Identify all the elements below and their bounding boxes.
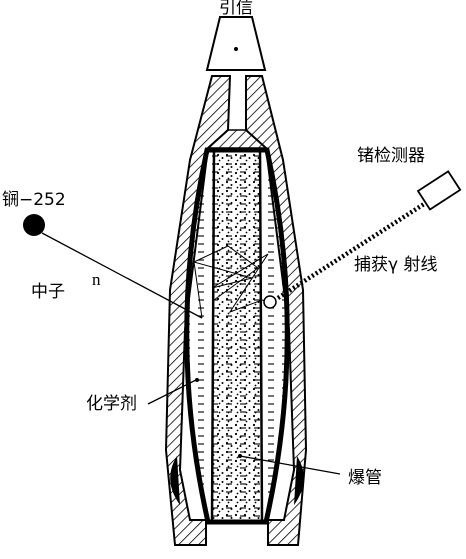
neutron-scatter-paths	[193, 253, 271, 319]
chemical-leader	[147, 379, 197, 405]
neutron-scatter-paths-2	[193, 245, 259, 301]
cf252-source	[23, 214, 45, 236]
cf252-label: 锎−252	[2, 190, 66, 210]
neutron-symbol: n	[92, 270, 101, 289]
capture-point	[263, 295, 277, 309]
fuze-dot	[234, 47, 238, 51]
ge-detector	[416, 170, 462, 211]
burster-leader	[239, 455, 341, 475]
burster-tube	[210, 148, 264, 524]
ge-detector-label: 锗检测器	[357, 146, 425, 166]
base-bulge-left	[170, 456, 180, 505]
fuze-label: 引信	[219, 0, 253, 18]
base-bulge-right	[294, 456, 304, 505]
burster-label: 爆管	[348, 468, 382, 488]
chemical-marker	[195, 378, 199, 382]
burster-marker	[238, 454, 242, 458]
gamma-ray	[276, 202, 426, 300]
neutron-label: 中子	[31, 282, 65, 302]
neutron-beam	[41, 232, 203, 319]
fuze-cap	[205, 16, 267, 71]
chemical-agent-label: 化学剂	[86, 394, 137, 414]
capture-gamma-label: 捕获γ 射线	[354, 255, 438, 275]
